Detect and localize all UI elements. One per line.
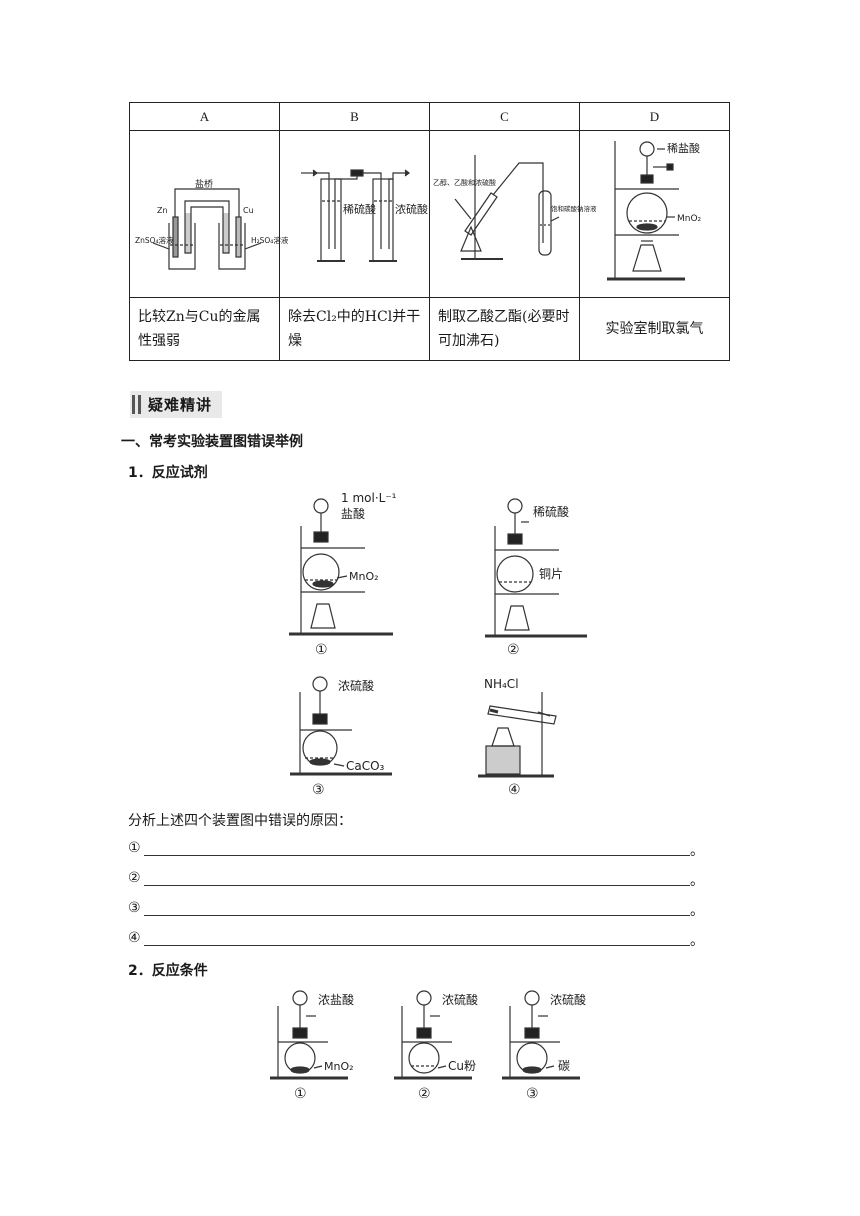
- answer-line-1[interactable]: [144, 855, 690, 856]
- p2-fig2-bottom: Cu粉: [448, 1059, 476, 1073]
- description-row: 比较Zn与Cu的金属性强弱 除去Cl₂中的HCl并干燥 制取乙酸乙酯(必要时可加…: [129, 297, 730, 361]
- p2-fig2-num: ②: [418, 1086, 431, 1102]
- desc-d: 实验室制取氯气: [579, 297, 730, 361]
- p2-fig3-top: 浓硫酸: [550, 992, 586, 1007]
- salt-bridge-label: 盐桥: [195, 178, 213, 190]
- part2-title: 2．反应条件: [128, 963, 208, 979]
- desc-c: 制取乙酸乙酯(必要时可加沸石): [429, 297, 580, 361]
- part2-figure-2: 浓硫酸 Cu粉 ②: [394, 990, 478, 1102]
- cu-label: Cu: [243, 206, 254, 215]
- conc-sulfuric-label: 浓硫酸: [395, 202, 428, 216]
- b-left-line: 稀硫酸: [343, 202, 376, 216]
- figure-d-cell: 稀盐酸 MnO₂: [579, 130, 730, 298]
- figure-b-cell: 稀硫酸 浓硫酸: [279, 130, 430, 298]
- part1-figure-1: 1 mol·L⁻¹ 盐酸 MnO₂ ①: [289, 491, 397, 658]
- fig3-label1: 浓硫酸: [338, 678, 374, 693]
- banner-bar-2: [138, 395, 141, 414]
- header-b: B: [279, 102, 430, 131]
- chlorine-figure: 稀盐酸 MnO₂: [606, 141, 702, 281]
- answer-line-1-label: ①: [128, 840, 141, 856]
- answer-line-2-period: 。: [690, 873, 704, 889]
- p2-fig3-bottom: 碳: [558, 1059, 570, 1073]
- section-heading: 一、常考实验装置图错误举例: [121, 434, 303, 450]
- part1-figure-3: 浓硫酸 CaCO₃ ③: [290, 676, 392, 798]
- p2-fig1-top: 浓盐酸: [318, 992, 354, 1007]
- answer-line-3-period: 。: [690, 903, 704, 919]
- figure-a-cell: Zn 盐桥 Cu ZnSO₄溶液 H₂SO₄溶液: [129, 130, 288, 298]
- c-left-label: 乙醇、乙酸和浓硫酸: [433, 178, 496, 187]
- comparison-table: A B C D: [129, 102, 730, 361]
- zn-label: Zn: [157, 206, 168, 215]
- answer-line-4[interactable]: [144, 945, 690, 946]
- fig4-num: ④: [508, 782, 521, 798]
- d-top-label: 稀盐酸: [667, 141, 700, 155]
- section-banner: 疑难精讲: [130, 391, 222, 418]
- answer-line-3-label: ③: [128, 900, 141, 916]
- answer-line-1-period: 。: [690, 843, 704, 859]
- fig3-num: ③: [312, 782, 325, 798]
- p2-fig1-bottom: MnO₂: [324, 1060, 354, 1073]
- answer-line-2-label: ②: [128, 870, 141, 886]
- answer-line-2[interactable]: [144, 885, 690, 886]
- figure-row: Zn 盐桥 Cu ZnSO₄溶液 H₂SO₄溶液: [129, 130, 730, 298]
- answer-line-4-label: ④: [128, 930, 141, 946]
- p2-fig2-top: 浓硫酸: [442, 992, 478, 1007]
- table-header-row: A B C D: [129, 102, 730, 131]
- part1-figure-4: NH₄Cl ④: [478, 677, 557, 798]
- header-c: C: [429, 102, 580, 131]
- galvanic-cell-figure: Zn 盐桥 Cu ZnSO₄溶液 H₂SO₄溶液: [135, 178, 288, 270]
- fig2-label2: 铜片: [539, 566, 563, 581]
- part1-figure-2: 稀硫酸 铜片 ②: [485, 498, 587, 658]
- desc-b: 除去Cl₂中的HCl并干燥: [279, 297, 430, 361]
- answer-line-4-period: 。: [690, 933, 704, 949]
- c-right-label: 饱和碳酸钠溶液: [551, 204, 597, 213]
- figure-c-cell: 乙醇、乙酸和浓硫酸 饱和碳酸钠溶液: [429, 130, 597, 298]
- fig3-label2: CaCO₃: [346, 759, 385, 773]
- fig1-num: ①: [315, 642, 328, 658]
- header-d: D: [579, 102, 730, 131]
- fig1-label1: 1 mol·L⁻¹: [341, 491, 397, 505]
- fig2-num: ②: [507, 642, 520, 658]
- answer-line-3[interactable]: [144, 915, 690, 916]
- p2-fig1-num: ①: [294, 1086, 307, 1102]
- right-solution-label: H₂SO₄溶液: [251, 235, 289, 245]
- part2-figure-3: 浓硫酸 碳 ③: [502, 990, 586, 1102]
- analysis-prompt: 分析上述四个装置图中错误的原因：: [128, 813, 352, 829]
- dilute-sulfuric-label: 稀硫酸: [343, 202, 376, 216]
- left-solution-label: ZnSO₄溶液: [135, 235, 174, 245]
- part1-title: 1．反应试剂: [128, 465, 208, 481]
- p2-fig3-num: ③: [526, 1086, 539, 1102]
- gas-wash-figure: 稀硫酸 浓硫酸: [300, 169, 428, 262]
- part2-figure-1: 浓盐酸 MnO₂ ①: [270, 990, 354, 1102]
- b-right-line: 浓硫酸: [395, 202, 428, 216]
- fig2-label1: 稀硫酸: [533, 504, 569, 519]
- desc-a: 比较Zn与Cu的金属性强弱: [129, 297, 280, 361]
- d-flask-label: MnO₂: [677, 214, 702, 224]
- banner-title: 疑难精讲: [148, 396, 213, 414]
- header-a: A: [129, 102, 280, 131]
- banner-bar-1: [132, 395, 135, 414]
- ester-figure: 乙醇、乙酸和浓硫酸 饱和碳酸钠溶液: [433, 155, 597, 260]
- fig1-label3: MnO₂: [349, 570, 379, 583]
- fig4-label1: NH₄Cl: [484, 677, 519, 691]
- fig1-label2: 盐酸: [341, 506, 365, 521]
